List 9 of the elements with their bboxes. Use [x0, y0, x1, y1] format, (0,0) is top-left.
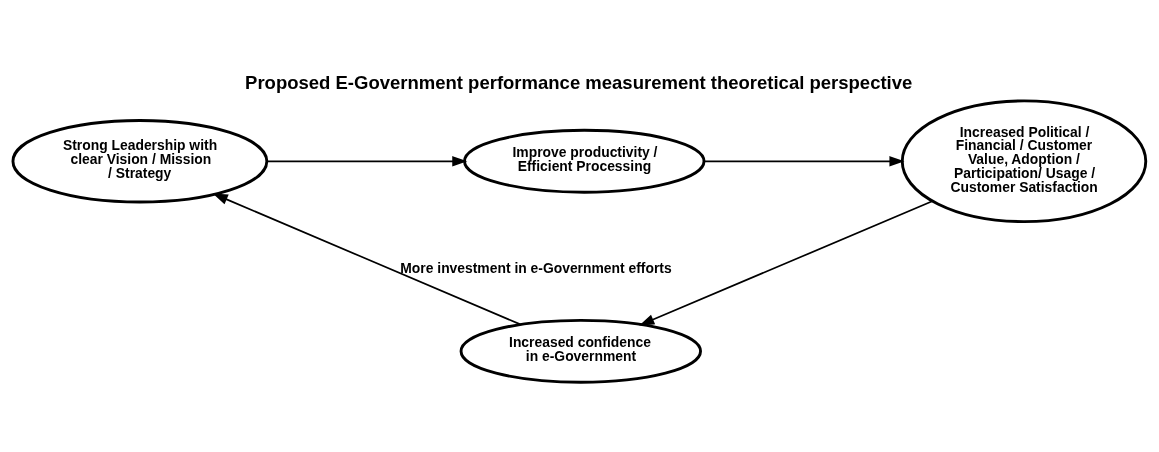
arrow	[266, 155, 468, 167]
arrow	[212, 192, 522, 325]
arrow	[639, 199, 934, 325]
arrow	[703, 155, 905, 167]
edge-label: More investment in e-Government efforts	[400, 259, 672, 276]
node-ellipse: Increased confidence in e-Government	[459, 318, 702, 384]
node-ellipse: Improve productivity / Efficient Processing	[463, 128, 706, 194]
node-ellipse: Increased Political / Financial / Customer Value, Adoption / Participation/ Usage / Customer Satisfaction	[900, 98, 1148, 223]
diagram-title: Proposed E-Government performance measurement theoretical perspective	[245, 71, 913, 93]
